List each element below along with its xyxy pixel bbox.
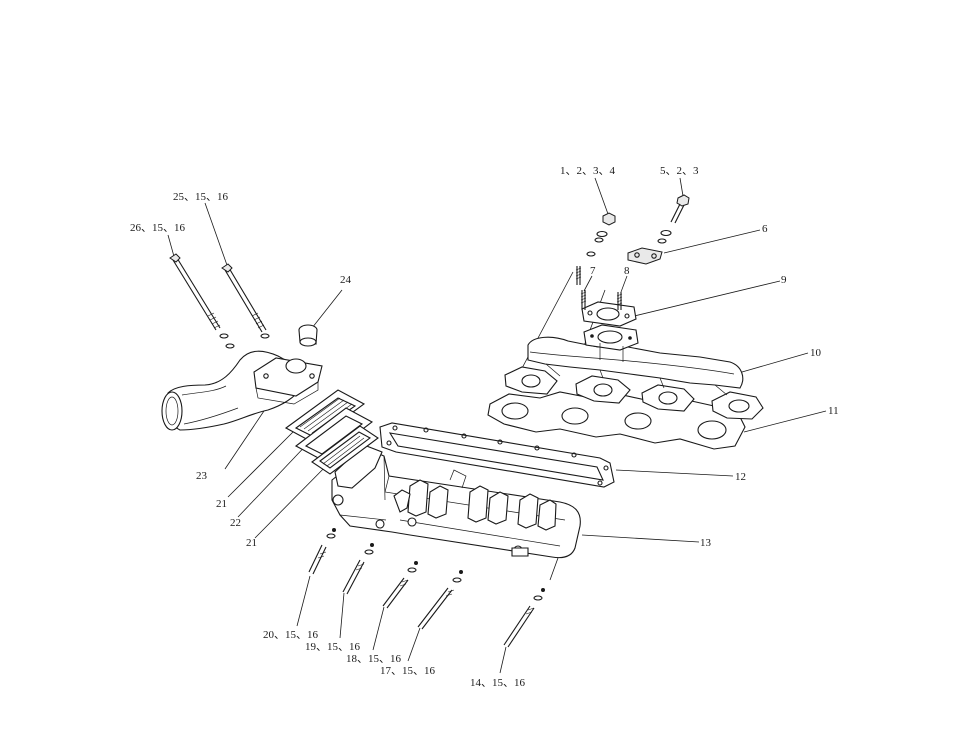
label-5: 5、2、3 [660,165,699,177]
bolt-5 [657,194,690,244]
exhaust-manifold [504,324,764,420]
label-13: 13 [700,537,712,549]
studs-7-8 [580,290,623,310]
label-19: 19、15、16 [305,641,360,653]
label-11: 11 [828,405,839,417]
label-23: 23 [196,470,208,482]
label-17: 17、15、16 [380,665,435,677]
gasket-set [284,389,379,475]
label-1: 1、2、3、4 [560,165,615,177]
intake-elbow [161,350,323,431]
label-14: 14、15、16 [470,677,525,689]
label-24: 24 [340,274,352,286]
label-7: 7 [590,265,596,277]
label-22: 22 [230,517,241,529]
nut-washer-stack [575,212,616,285]
label-26: 26、15、16 [130,222,185,234]
label-18: 18、15、16 [346,653,401,665]
bolts-25-26 [169,253,270,349]
label-10: 10 [810,347,822,359]
label-6: 6 [762,223,768,235]
intake-manifold [331,444,581,559]
callout-labels: 1、2、3、4 5、2、3 6 7 8 9 10 11 12 13 14、15、… [130,165,839,689]
label-20: 20、15、16 [263,629,318,641]
bracket [627,247,663,265]
label-9: 9 [781,274,787,286]
label-8: 8 [624,265,630,277]
cover-gasket [379,422,615,488]
label-21-upper: 21 [216,498,227,510]
label-21-lower: 21 [246,537,257,549]
label-25: 25、15、16 [173,191,228,203]
flange-gasket [581,301,637,327]
label-12: 12 [735,471,746,483]
lower-bolts [308,528,545,648]
plug [298,324,318,347]
